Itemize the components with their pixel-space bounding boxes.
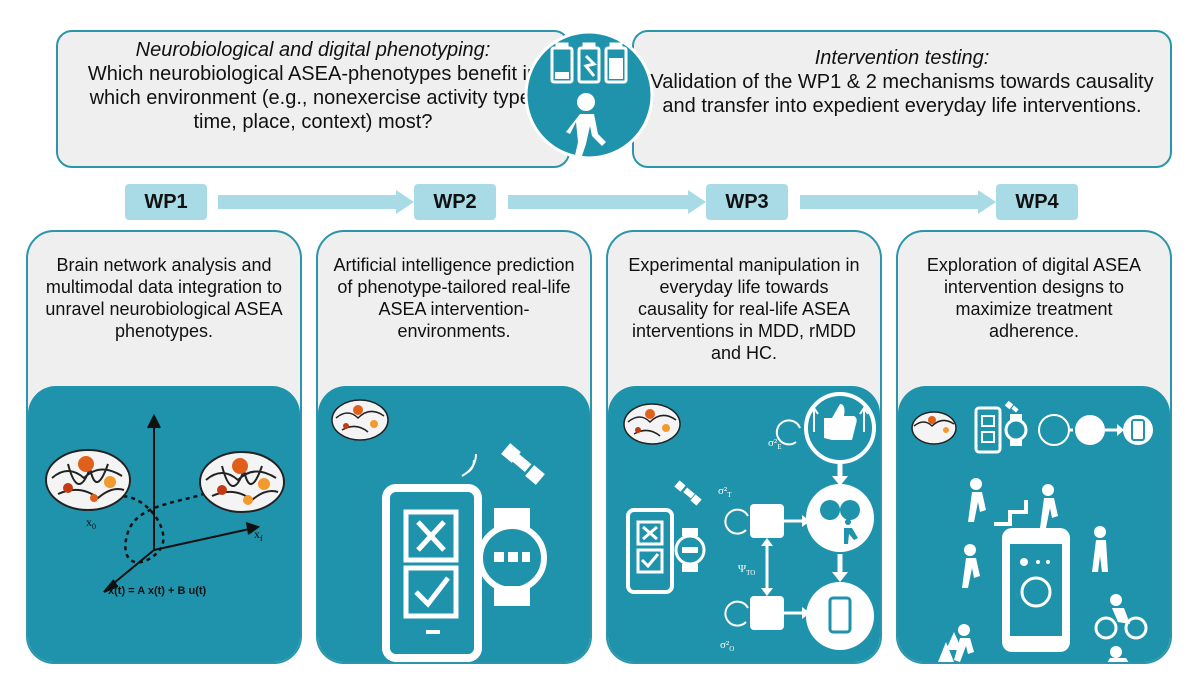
svg-text:ΨTO: ΨTO [738,563,755,577]
eT-subscript: T [765,522,770,531]
brain-icon [623,403,681,445]
sigmaT-subscript: T [727,491,732,499]
intervention-body: Validation of the WP1 & 2 mechanisms tow… [650,71,1154,117]
xf-subscript: f [260,534,263,543]
smartwatch-icon [674,528,706,572]
wp4-card: Exploration of digital ASEA intervention… [896,230,1172,664]
wp3-label: WP3 [706,184,788,220]
sigmaO-label: σ² [720,639,730,651]
xf-label: x [254,527,260,541]
sigmaE-label: σ² [768,437,778,449]
wp1-text: Brain network analysis and multimodal da… [45,255,283,341]
wp1-card: Brain network analysis and multimodal da… [26,230,302,664]
svg-text:x0: x0 [86,515,96,531]
sigmaO-subscript: O [729,645,734,653]
arrow-wp3-wp4 [800,195,978,209]
wp2-graphic [331,399,547,662]
wp1-network-graphic: x0 xf ẋ(t) = A x(t) + B u(t) [45,413,285,597]
svg-text:eT: eT [760,515,770,531]
smartwatch-icon [1004,414,1028,446]
arrowhead-wp3-wp4 [978,190,996,214]
eO-label: e [760,607,765,621]
thumbs-up-icon [809,404,869,440]
satellite-icon [1004,400,1019,413]
wp3-card: Experimental manipulation in everyday li… [606,230,882,664]
arrowhead-wp2-wp3 [688,190,706,214]
wp3-graphic: eT eO σ²E σ²T σ²O ΨTO [623,392,876,653]
x0-subscript: 0 [92,522,96,531]
wp4-graphic [911,400,1153,662]
psi-label: Ψ [738,563,747,575]
svg-text:σ²O: σ²O [720,639,734,653]
phenotyping-heading: Neurobiological and digital phenotyping: [135,39,491,61]
psi-subscript: TO [746,569,755,577]
wp2-text: Artificial intelligence prediction of ph… [333,255,575,341]
sigmaT-label: σ² [718,485,728,497]
smartphone-icon [382,484,482,662]
svg-text:σ²T: σ²T [718,485,732,499]
x0-label: x [86,515,92,529]
eO-subscript: O [765,614,771,623]
running-person-icon [844,519,858,544]
phenotyping-question-box: Neurobiological and digital phenotyping:… [56,30,570,168]
smartphone-icon [974,406,1002,454]
running-person-icon [954,478,1148,662]
battery-icon [550,42,628,84]
brain-icon [911,411,957,445]
sigmaE-subscript: E [777,443,781,451]
arrowhead-wp1-wp2 [396,190,414,214]
wp2-card: Artificial intelligence prediction of ph… [316,230,592,664]
wp4-text: Exploration of digital ASEA intervention… [926,255,1142,341]
phenotyping-body: Which neurobiological ASEA-phenotypes be… [87,63,539,133]
central-hub [524,30,654,162]
svg-text:eO: eO [760,607,771,623]
intervention-testing-box: Intervention testing: Validation of the … [632,30,1172,168]
wp2-label: WP2 [414,184,496,220]
intervention-heading: Intervention testing: [814,47,990,69]
satellite-icon [674,480,702,506]
svg-text:σ²E: σ²E [768,437,782,451]
wp4-label: WP4 [996,184,1078,220]
wp1-label: WP1 [125,184,207,220]
arrow-wp1-wp2 [218,195,396,209]
satellite-icon [461,443,545,485]
smartphone-icon [1002,528,1070,652]
smartphone-icon [626,508,674,594]
brain-icon [45,449,131,511]
svg-text:xf: xf [254,527,263,543]
walking-person-icon [566,93,606,162]
wp1-illustration [28,386,300,662]
smartwatch-icon [477,508,547,606]
brain-icon [199,451,285,513]
wp3-text: Experimental manipulation in everyday li… [628,255,860,363]
eT-label: e [760,515,765,529]
brain-icon [331,399,389,441]
state-equation: ẋ(t) = A x(t) + B u(t) [108,585,207,597]
arrow-wp2-wp3 [508,195,688,209]
